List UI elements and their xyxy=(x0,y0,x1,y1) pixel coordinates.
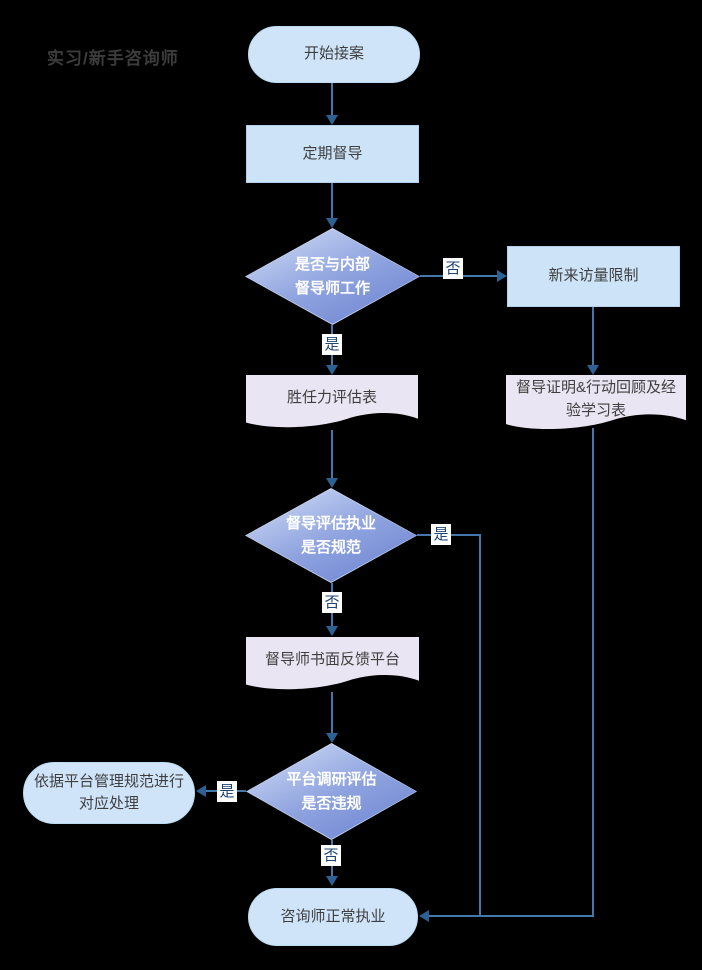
document-shape xyxy=(246,375,418,428)
connector-feedback-to-decision3 xyxy=(331,692,333,735)
edge-label-yes-decision2: 是 xyxy=(431,524,451,545)
connector-form-to-decision2 xyxy=(331,430,333,480)
decision-gradient-face: 平台调研评估是否违规 xyxy=(247,744,416,839)
diagram-title: 实习/新手咨询师 xyxy=(47,49,179,68)
edge-label-yes-decision3: 是 xyxy=(217,781,237,802)
edge-label-no-decision3: 否 xyxy=(321,845,341,866)
arrowhead-icon xyxy=(326,365,338,375)
node-supervisor-written-feedback: 督导师书面反馈平台 xyxy=(246,637,419,694)
edge-label-yes-decision1: 是 xyxy=(322,334,342,355)
node-decision-practice-compliant: 督导评估执业是否规范 xyxy=(245,488,417,583)
arrowhead-icon xyxy=(326,876,338,886)
node-regular-supervision-label: 定期督导 xyxy=(302,144,363,162)
arrowhead-icon xyxy=(196,785,206,797)
node-competency-assessment-form: 胜任力评估表 xyxy=(246,375,418,432)
connector-decision2-yes-v xyxy=(479,534,481,917)
arrowhead-icon xyxy=(587,365,599,375)
arrowhead-icon xyxy=(326,115,338,125)
node-start: 开始接案 xyxy=(248,26,420,83)
arrowhead-icon xyxy=(326,733,338,743)
arrowhead-icon xyxy=(326,218,338,228)
node-normal-practice-label: 咨询师正常执业 xyxy=(280,907,386,925)
node-new-visitor-limit-label: 新来访量限制 xyxy=(548,267,639,285)
arrowhead-icon xyxy=(326,478,338,488)
decision-gradient-face: 督导评估执业是否规范 xyxy=(246,489,416,582)
document-shape xyxy=(246,637,419,690)
node-start-label: 开始接案 xyxy=(303,45,364,63)
node-regular-supervision: 定期督导 xyxy=(246,125,419,183)
node-decision-internal-supervisor: 是否与内部督导师工作 xyxy=(245,228,420,325)
connector-merge-to-practice xyxy=(428,915,594,917)
document-shape xyxy=(506,375,686,430)
node-supervision-proof-form: 督导证明&行动回顾及经验学习表 xyxy=(506,375,686,434)
edge-label-no-decision2: 否 xyxy=(322,592,342,613)
node-decision-internal-supervisor-label: 是否与内部督导师工作 xyxy=(294,256,370,297)
node-competency-assessment-form-label: 胜任力评估表 xyxy=(286,389,377,407)
decision-gradient-face: 是否与内部督导师工作 xyxy=(246,229,419,324)
edge-label-no-decision1: 否 xyxy=(443,258,463,279)
node-platform-rule-handling: 依据平台管理规范进行对应处理 xyxy=(23,762,195,824)
arrowhead-icon xyxy=(497,270,507,282)
arrowhead-icon xyxy=(326,626,338,636)
connector-start-to-supervision xyxy=(331,83,333,118)
node-decision-practice-compliant-label: 督导评估执业是否规范 xyxy=(285,515,376,556)
node-decision-platform-violation: 平台调研评估是否违规 xyxy=(246,743,417,840)
node-normal-practice: 咨询师正常执业 xyxy=(248,888,418,946)
node-platform-rule-handling-label: 依据平台管理规范进行对应处理 xyxy=(33,772,184,813)
node-supervision-proof-form-label: 督导证明&行动回顾及经验学习表 xyxy=(515,379,676,419)
connector-limit-to-proofform xyxy=(592,307,594,366)
arrowhead-icon xyxy=(419,910,429,922)
node-new-visitor-limit: 新来访量限制 xyxy=(507,246,680,307)
connector-supervision-to-decision1 xyxy=(331,183,333,220)
node-supervisor-written-feedback-label: 督导师书面反馈平台 xyxy=(264,651,400,669)
node-decision-platform-violation-label: 平台调研评估是否违规 xyxy=(286,771,377,812)
connector-proofform-down xyxy=(592,428,594,917)
